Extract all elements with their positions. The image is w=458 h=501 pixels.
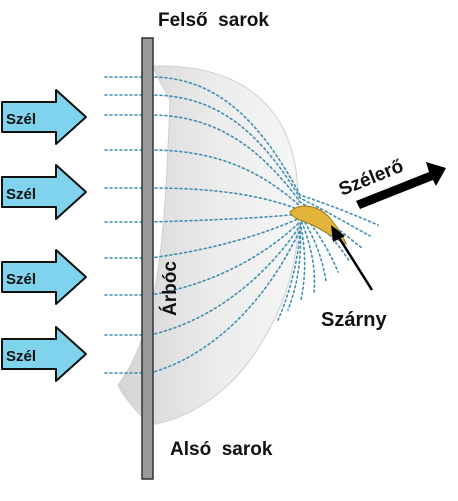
- wind-arrows: [1, 89, 87, 382]
- wind-force-arrow: [356, 162, 446, 209]
- streamline: [104, 229, 301, 374]
- wind-label: Szél: [6, 111, 36, 128]
- streamline: [104, 220, 306, 301]
- streamline: [104, 223, 302, 336]
- wing-pointer-arrow: [331, 225, 374, 291]
- wind-label: Szél: [6, 271, 36, 288]
- wing-label: Szárny: [321, 309, 387, 331]
- mast: [141, 37, 154, 480]
- wing-shape: [289, 205, 347, 245]
- wind-arrow: [1, 164, 87, 220]
- bottom-corner-label: Alsó sarok: [170, 439, 273, 460]
- wind-label: Szél: [6, 186, 36, 203]
- streamline: [104, 213, 327, 283]
- wind-label: Szél: [6, 348, 36, 365]
- streamline: [104, 114, 363, 249]
- top-corner-label: Felső sarok: [158, 10, 269, 31]
- streamline: [104, 187, 339, 273]
- streamline: [104, 76, 379, 226]
- mast-label: Árbóc: [159, 261, 181, 316]
- streamline: [104, 94, 371, 237]
- streamline: [104, 216, 316, 293]
- wind-arrow: [1, 89, 87, 145]
- wind-arrow: [1, 249, 87, 305]
- wind-arrow: [1, 326, 87, 382]
